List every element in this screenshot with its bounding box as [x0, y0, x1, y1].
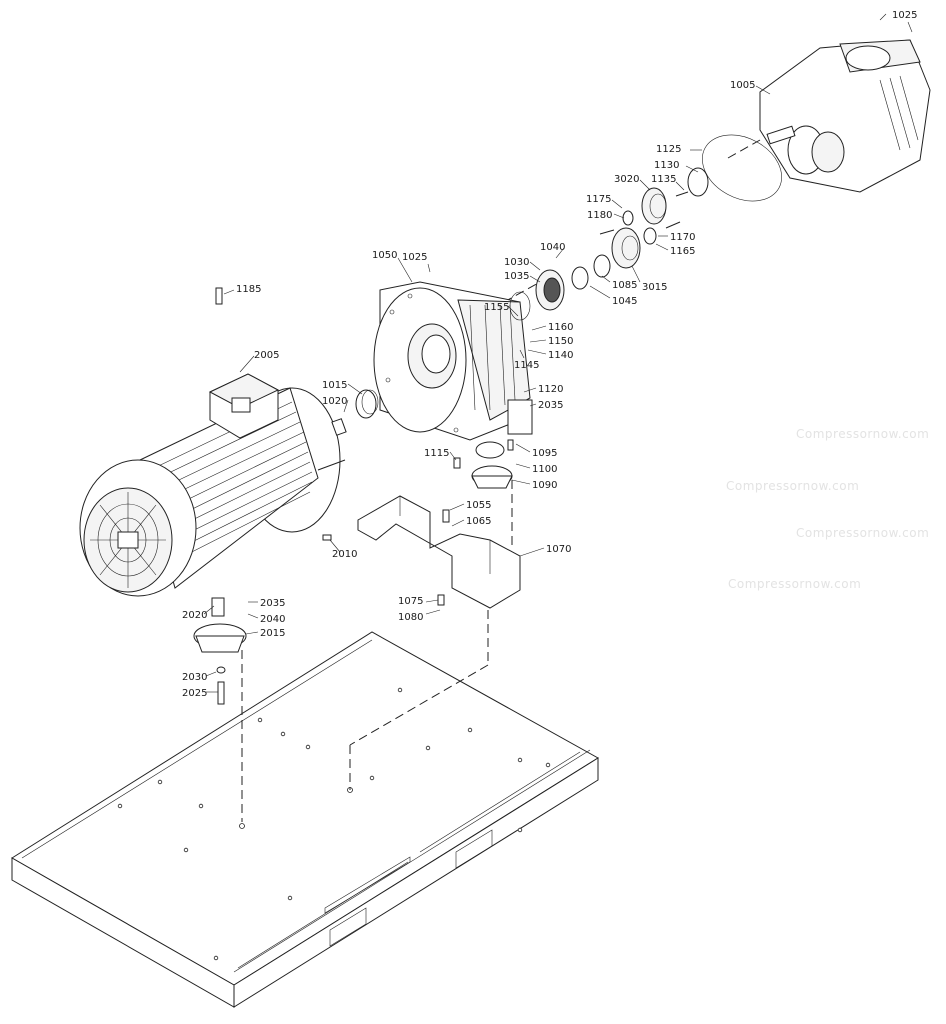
- part-label: 2035: [538, 400, 563, 411]
- coupling-ring: [355, 389, 379, 419]
- part-label: 2020: [182, 610, 207, 621]
- part-label: 2010: [332, 549, 357, 560]
- part-label: 1165: [670, 246, 695, 257]
- watermarks: Compressornow.com Compressornow.com Comp…: [726, 427, 929, 591]
- part-label: 1115: [424, 448, 449, 459]
- leader-lines: [203, 13, 913, 693]
- gear-train: [509, 167, 709, 321]
- part-label: 2030: [182, 672, 207, 683]
- part-label: 1180: [587, 210, 612, 221]
- watermark: Compressornow.com: [796, 427, 929, 441]
- part-label: 1140: [548, 350, 573, 361]
- part-label: 1040: [540, 242, 565, 253]
- part-label: 1120: [538, 384, 563, 395]
- part-label: 1125: [656, 144, 681, 155]
- airend: [702, 39, 931, 202]
- part-label: 1100: [532, 464, 557, 475]
- part-label: 3020: [614, 174, 639, 185]
- base-frame: [11, 631, 599, 1008]
- part-label: 2035: [260, 598, 285, 609]
- watermark: Compressornow.com: [726, 479, 859, 493]
- part-label: 1160: [548, 322, 573, 333]
- bell-housing: [373, 281, 533, 441]
- part-label: 2040: [260, 614, 285, 625]
- electric-motor: [79, 373, 347, 597]
- part-label: 1025: [892, 10, 917, 21]
- part-label: 1175: [586, 194, 611, 205]
- part-label: 1150: [548, 336, 573, 347]
- part-label: 1085: [612, 280, 637, 291]
- mounts: [193, 287, 521, 705]
- part-label: 1035: [504, 271, 529, 282]
- part-label: 1080: [398, 612, 423, 623]
- part-label: 2005: [254, 350, 279, 361]
- part-label: 1020: [322, 396, 347, 407]
- part-label: 1065: [466, 516, 491, 527]
- part-label: 2025: [182, 688, 207, 699]
- part-label: 1055: [466, 500, 491, 511]
- part-label: 1025: [402, 252, 427, 263]
- part-label: 1045: [612, 296, 637, 307]
- part-label: 2015: [260, 628, 285, 639]
- part-label: 1135: [651, 174, 676, 185]
- part-label: 1170: [670, 232, 695, 243]
- part-label: 1155: [484, 302, 509, 313]
- part-label: 1185: [236, 284, 261, 295]
- part-label: 1070: [546, 544, 571, 555]
- part-label: 1090: [532, 480, 557, 491]
- watermark: Compressornow.com: [728, 577, 861, 591]
- part-label: 1130: [654, 160, 679, 171]
- part-label: 1015: [322, 380, 347, 391]
- part-label: 1095: [532, 448, 557, 459]
- part-label: 1030: [504, 257, 529, 268]
- watermark: Compressornow.com: [796, 526, 929, 540]
- part-label: 1145: [514, 360, 539, 371]
- part-labels: 1025 1005 1125 1130 3020 1135 1175 1180 …: [182, 10, 917, 699]
- part-label: 3015: [642, 282, 667, 293]
- part-label: 1075: [398, 596, 423, 607]
- part-label: 1050: [372, 250, 397, 261]
- part-label: 1005: [730, 80, 755, 91]
- assembly-lines: [241, 139, 761, 822]
